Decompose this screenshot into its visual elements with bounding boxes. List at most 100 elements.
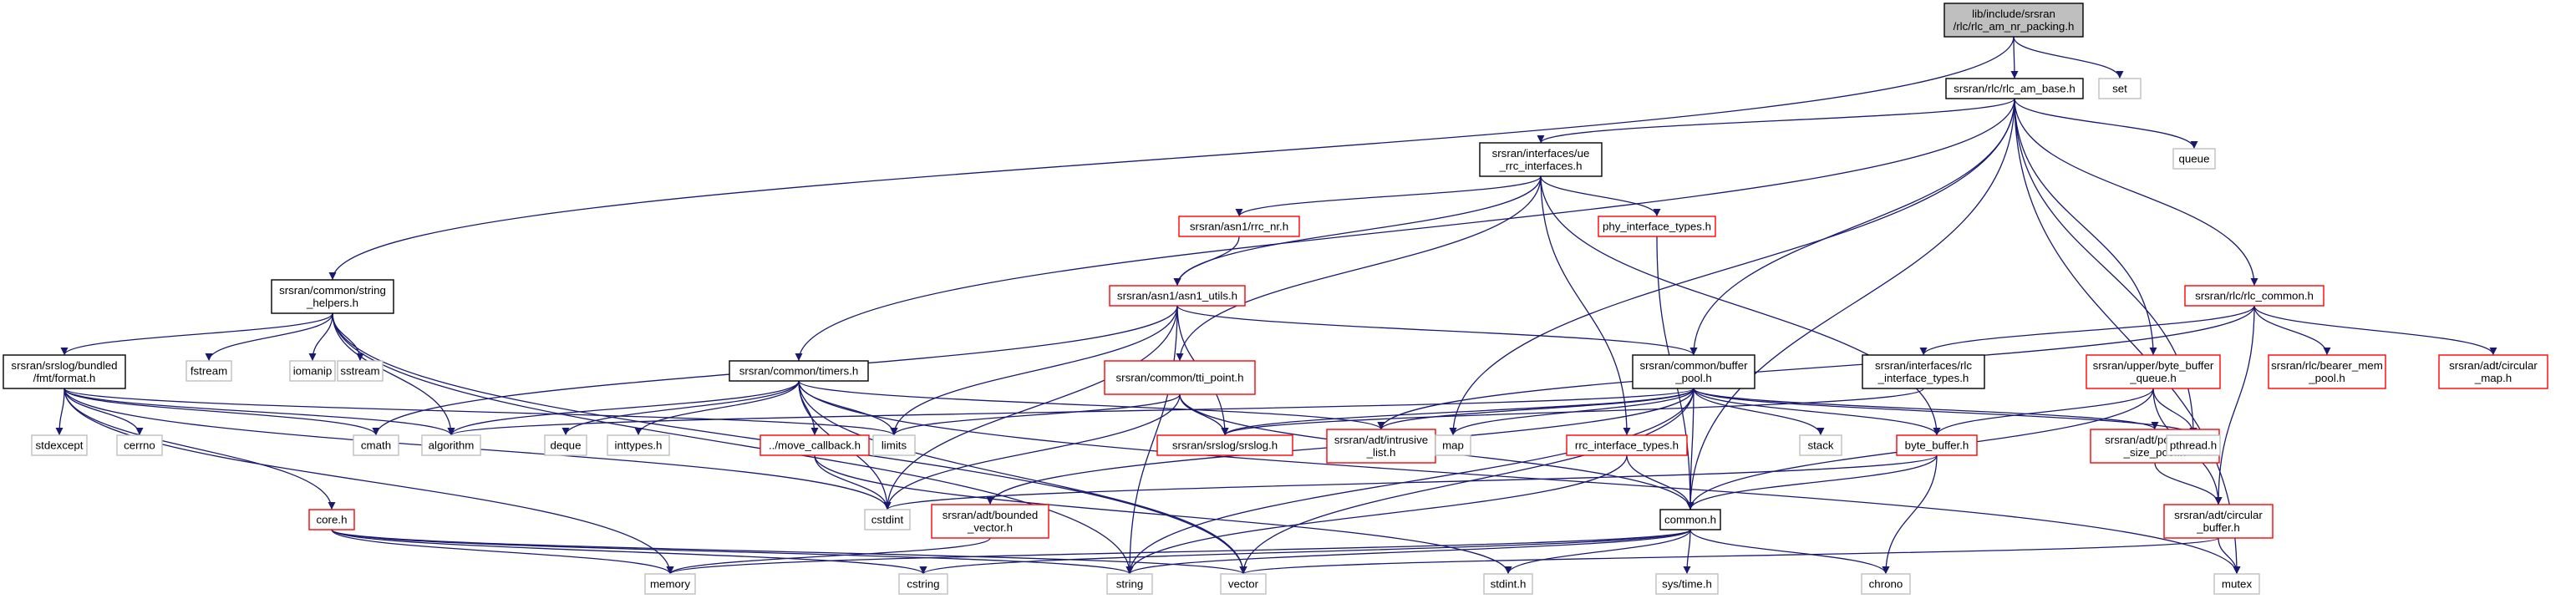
- node-label-line: _pool.h: [1674, 372, 1712, 384]
- node-srslog[interactable]: srsran/srslog/srslog.h: [1156, 434, 1293, 456]
- edge-line: [890, 305, 1178, 436]
- edge-move_callback-to-stdint: [814, 454, 1512, 575]
- edge-line: [666, 529, 1691, 575]
- header-file-nodes: lib/include/srsran/rlc/rlc_am_nr_packing…: [3, 3, 2548, 595]
- edge-line: [1540, 175, 1631, 436]
- node-tti-point[interactable]: srsran/common/tti_point.h: [1104, 360, 1256, 395]
- node-buffer-pool[interactable]: srsran/common/buffer_pool.h: [1632, 354, 1755, 389]
- node-bearer-mem-pool[interactable]: srsran/rlc/bearer_mem_pool.h: [2268, 354, 2386, 389]
- edge-line: [1173, 236, 1240, 287]
- edge-line: [64, 388, 336, 510]
- edge-line: [447, 388, 1694, 436]
- edge-core-to-cstring: [331, 529, 927, 575]
- edge-circular_buffer-to-vector: [1239, 537, 2219, 575]
- edge-line: [64, 388, 144, 436]
- edge-line: [331, 529, 1247, 575]
- node-rlc-interface-types[interactable]: srsran/interfaces/rlc_interface_types.h: [1862, 354, 1985, 389]
- edge-asn1_utils-to-string: [1125, 305, 1178, 575]
- edge-line: [1125, 388, 1694, 575]
- edge-string_helpers-to-algorithm: [332, 312, 455, 436]
- node-label-line: mutex: [2222, 578, 2253, 591]
- node-label-line: srsran/upper/byte_buffer: [2093, 359, 2214, 372]
- node-rlc-common[interactable]: srsran/rlc/rlc_common.h: [2184, 285, 2324, 307]
- edge-timers-to-mutex: [798, 380, 2241, 575]
- edge-rrc_interface_types-to-string: [1125, 454, 1628, 575]
- node-label-line: _pool.h: [2308, 372, 2345, 384]
- edge-rlc_am_base-to-byte_buffer_queue: [2014, 98, 2157, 356]
- node-box: [1896, 434, 1978, 456]
- edge-rlc_am_nr_packing-to-string_helpers: [328, 36, 2015, 281]
- edge-fmt_format-to-algorithm: [64, 388, 455, 436]
- node-label-line: stdint.h: [1491, 578, 1527, 591]
- edge-tti_point-to-srslog: [1179, 393, 1229, 436]
- node-box: [31, 434, 88, 456]
- edge-line: [1919, 305, 2255, 356]
- edge-byte_buffer-to-common: [1686, 454, 1938, 510]
- edge-line: [447, 380, 800, 436]
- node-label-line: /rlc/rlc_am_nr_packing.h: [1954, 20, 2075, 33]
- edge-line: [2253, 305, 2331, 356]
- node-bounded-vector[interactable]: srsran/adt/bounded_vector.h: [931, 504, 1049, 539]
- node-rrc-interface-types[interactable]: rrc_interface_types.h: [1566, 434, 1688, 456]
- node-box: [185, 360, 232, 382]
- edge-core-to-vector: [331, 529, 1247, 575]
- edge-line: [2014, 98, 2241, 575]
- edge-rlc_am_base-to-timers: [795, 98, 2015, 362]
- node-set: set: [2098, 78, 2142, 99]
- edge-buffer_pool-to-stack: [1693, 388, 1825, 436]
- node-label-line: srsran/common/timers.h: [739, 365, 859, 378]
- node-circular-buffer[interactable]: srsran/adt/circular_buffer.h: [2163, 504, 2274, 539]
- edge-line: [1377, 305, 2255, 430]
- edge-line: [1689, 98, 2015, 356]
- node-fmt-format[interactable]: srsran/srslog/bundled/fmt/format.h: [3, 354, 126, 389]
- node-box: [1220, 573, 1267, 595]
- edge-line: [1882, 454, 1938, 575]
- node-rlc-am-nr-packing[interactable]: lib/include/srsran/rlc/rlc_am_nr_packing…: [1943, 3, 2084, 38]
- edge-byte_buffer_queue-to-byte_buffer: [1933, 388, 2154, 436]
- node-intrusive-list[interactable]: srsran/adt/intrusive_list.h: [1326, 429, 1436, 464]
- edge-rlc_common-to-circular_map: [2253, 305, 2497, 356]
- edge-line: [2152, 388, 2197, 436]
- edge-string_helpers-to-fmt_format: [60, 312, 333, 356]
- node-core[interactable]: core.h: [308, 509, 355, 530]
- node-phy-interface-types[interactable]: phy_interface_types.h: [1598, 216, 1716, 237]
- node-common[interactable]: common.h: [1659, 509, 1721, 530]
- node-move-callback[interactable]: ../move_callback.h: [760, 434, 870, 456]
- node-box: [1862, 354, 1985, 389]
- node-label-line: srsran/adt/circular: [2449, 359, 2538, 372]
- node-byte-buffer-queue[interactable]: srsran/upper/byte_buffer_queue.h: [2086, 354, 2221, 389]
- node-box: [1598, 216, 1716, 237]
- node-string-helpers[interactable]: srsran/common/string_helpers.h: [271, 279, 394, 314]
- edge-line: [55, 388, 65, 436]
- edge-line: [1537, 98, 2015, 144]
- node-byte-buffer[interactable]: byte_buffer.h: [1896, 434, 1978, 456]
- edge-common-to-cstring: [919, 529, 1691, 575]
- node-box: [1479, 142, 1603, 177]
- node-label-line: lib/include/srsran: [1972, 8, 2055, 20]
- node-label-line: srsran/adt/intrusive: [1334, 434, 1428, 446]
- edge-rlc_am_nr_packing-to-rlc_am_base: [2010, 36, 2019, 79]
- node-label-line: chrono: [1869, 578, 1903, 591]
- node-label-line: stdexcept: [36, 439, 84, 452]
- node-box: [872, 434, 916, 456]
- node-ue-rrc-interfaces[interactable]: srsran/interfaces/ue_rrc_interfaces.h: [1479, 142, 1603, 177]
- edge-tti_point-to-limits: [890, 393, 1181, 436]
- edge-ue_rrc_interfaces-to-byte_buffer: [1540, 175, 1941, 436]
- node-label-line: ../move_callback.h: [769, 439, 861, 452]
- node-box: [2163, 504, 2274, 539]
- node-label-line: rrc_interface_types.h: [1575, 439, 1679, 452]
- node-asn1-utils[interactable]: srsran/asn1/asn1_utils.h: [1109, 285, 1246, 307]
- node-box: [760, 434, 870, 456]
- node-chrono: chrono: [1861, 573, 1911, 595]
- node-label-line: srsran/srslog/srslog.h: [1172, 439, 1278, 452]
- node-rrc-nr[interactable]: srsran/asn1/rrc_nr.h: [1178, 216, 1300, 237]
- node-rlc-am-base[interactable]: srsran/rlc/rlc_am_base.h: [1945, 78, 2084, 99]
- edge-string_helpers-to-fstream: [205, 312, 333, 362]
- node-label-line: srsran/rlc/rlc_am_base.h: [1954, 83, 2076, 95]
- node-timers[interactable]: srsran/common/timers.h: [729, 360, 869, 382]
- edge-timers-to-algorithm: [447, 380, 800, 436]
- node-box: [116, 434, 163, 456]
- edge-core-to-memory: [331, 529, 674, 575]
- node-circular-map[interactable]: srsran/adt/circular_map.h: [2438, 354, 2548, 389]
